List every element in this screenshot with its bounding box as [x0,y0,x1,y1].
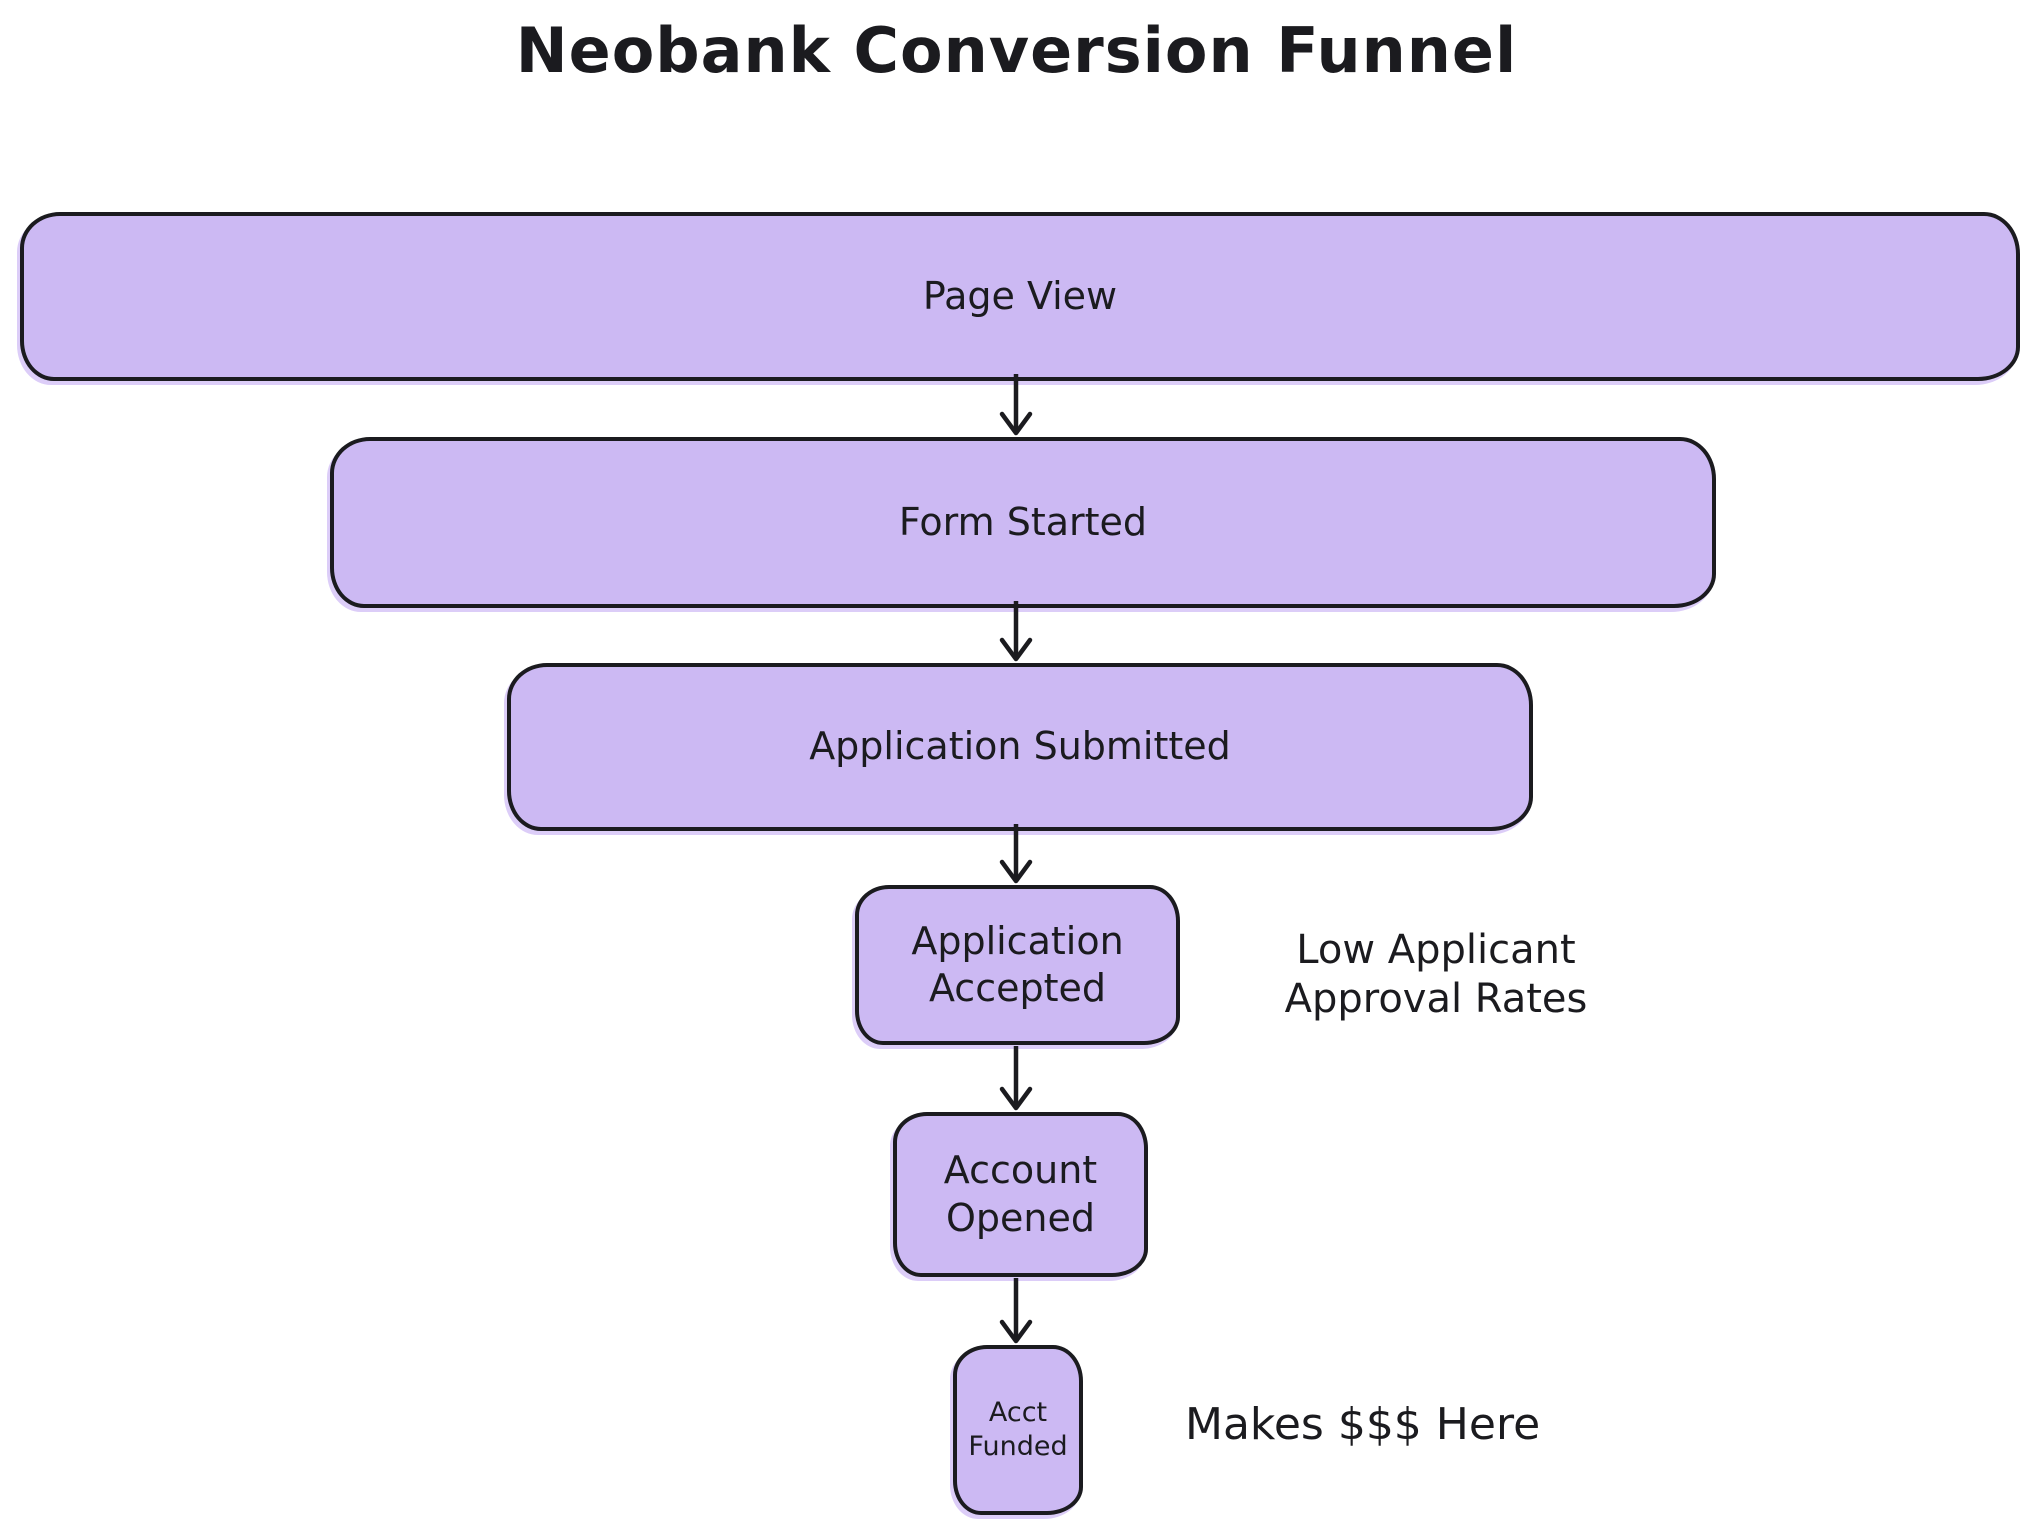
stage-label: Page View [922,273,1118,318]
annotation-low-approval: Low Applicant Approval Rates [1253,926,1619,1024]
annotation-line: Approval Rates [1284,975,1588,1022]
stage-label: Acct Funded [968,1397,1068,1462]
funnel-stage-application-accepted[interactable]: Application Accepted [855,885,1180,1045]
stage-label: Form Started [898,499,1148,544]
funnel-stage-account-opened[interactable]: Account Opened [893,1112,1148,1277]
connector-arrow-down-icon [992,601,1040,662]
stage-label: Account Opened [943,1148,1098,1240]
funnel-stage-form-started[interactable]: Form Started [330,437,1716,608]
connector-arrow-down-icon [992,374,1040,436]
diagram-title: Neobank Conversion Funnel [515,14,1518,87]
connector-arrow-down-icon [992,1046,1040,1111]
annotation-line: Low Applicant [1296,927,1576,973]
annotation-line: Makes $$$ Here [1185,1399,1541,1450]
funnel-stage-application-submitted[interactable]: Application Submitted [507,663,1533,831]
connector-arrow-down-icon [992,1278,1040,1344]
annotation-makes-money: Makes $$$ Here [1185,1398,1540,1452]
funnel-stage-page-view[interactable]: Page View [20,212,2020,381]
connector-arrow-down-icon [992,824,1040,884]
funnel-stage-acct-funded[interactable]: Acct Funded [953,1345,1083,1515]
stage-label: Application Accepted [911,918,1124,1011]
stage-label: Application Submitted [809,724,1231,769]
